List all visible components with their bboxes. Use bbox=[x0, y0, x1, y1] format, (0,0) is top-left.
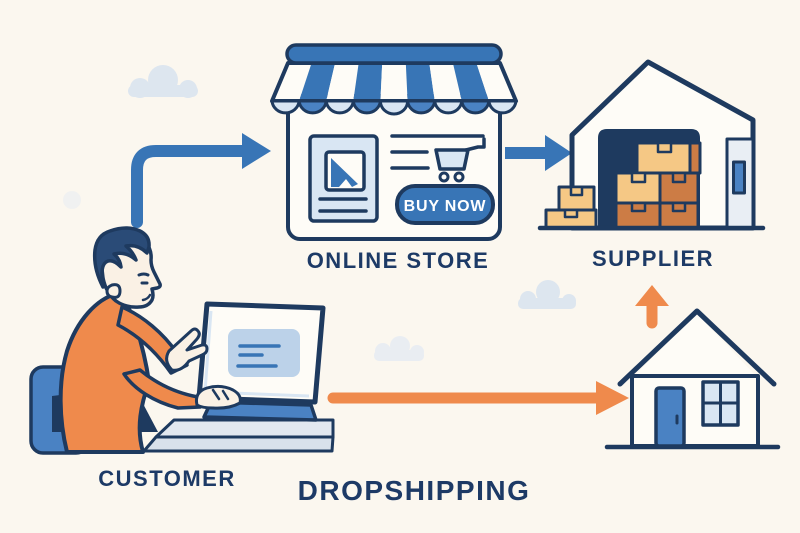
arrowhead bbox=[635, 285, 669, 306]
supplier-warehouse-icon bbox=[537, 59, 766, 231]
diagram-title: DROPSHIPPING bbox=[298, 475, 531, 506]
buy-now-label: BUY NOW bbox=[404, 198, 487, 215]
person-arms bbox=[116, 305, 242, 410]
customer-label: CUSTOMER bbox=[98, 466, 236, 491]
arrowhead bbox=[242, 133, 271, 169]
house-window bbox=[701, 380, 740, 427]
house-icon bbox=[604, 308, 781, 450]
arrow-customer-to-house bbox=[327, 381, 629, 415]
store-content: BUY NOW bbox=[390, 134, 495, 225]
arrow-customer-to-store bbox=[131, 133, 271, 228]
arrow-store-to-supplier bbox=[505, 135, 572, 171]
cloud-top-left-icon bbox=[128, 65, 198, 98]
supplier-label: SUPPLIER bbox=[592, 246, 714, 271]
pointing-hand bbox=[165, 327, 209, 372]
laptop-icon bbox=[196, 301, 326, 422]
house-roof bbox=[617, 308, 777, 387]
person-at-laptop-icon bbox=[29, 226, 335, 455]
arrowhead bbox=[545, 135, 572, 171]
person-head bbox=[92, 226, 162, 309]
buy-now-button: BUY NOW bbox=[395, 184, 495, 225]
eyebrow bbox=[137, 272, 150, 277]
store-text-lines bbox=[390, 134, 485, 170]
shopping-cart-icon bbox=[434, 137, 486, 183]
product-text-lines bbox=[318, 197, 368, 213]
screen-content-card bbox=[228, 329, 300, 377]
mouth bbox=[141, 293, 152, 302]
desk bbox=[142, 418, 335, 453]
arrow-house-to-supplier bbox=[635, 285, 669, 329]
screen-text-lines bbox=[236, 344, 281, 368]
house-door bbox=[654, 386, 686, 448]
warehouse-window bbox=[732, 160, 746, 195]
awning-top-bar bbox=[285, 43, 503, 65]
cloud-dot-icon bbox=[63, 191, 81, 209]
arrowhead bbox=[596, 381, 629, 415]
product-card-icon bbox=[308, 134, 379, 223]
fingers bbox=[211, 388, 230, 401]
cloud-middle-icon bbox=[518, 280, 576, 309]
ear bbox=[105, 283, 122, 299]
typing-arm bbox=[122, 368, 202, 410]
online-store-label: ONLINE STORE bbox=[307, 248, 490, 273]
cloud-faint-icon bbox=[374, 336, 424, 361]
online-store-icon: BUY NOW bbox=[270, 43, 518, 241]
hair bbox=[92, 226, 151, 289]
store-awning-icon bbox=[270, 43, 518, 116]
